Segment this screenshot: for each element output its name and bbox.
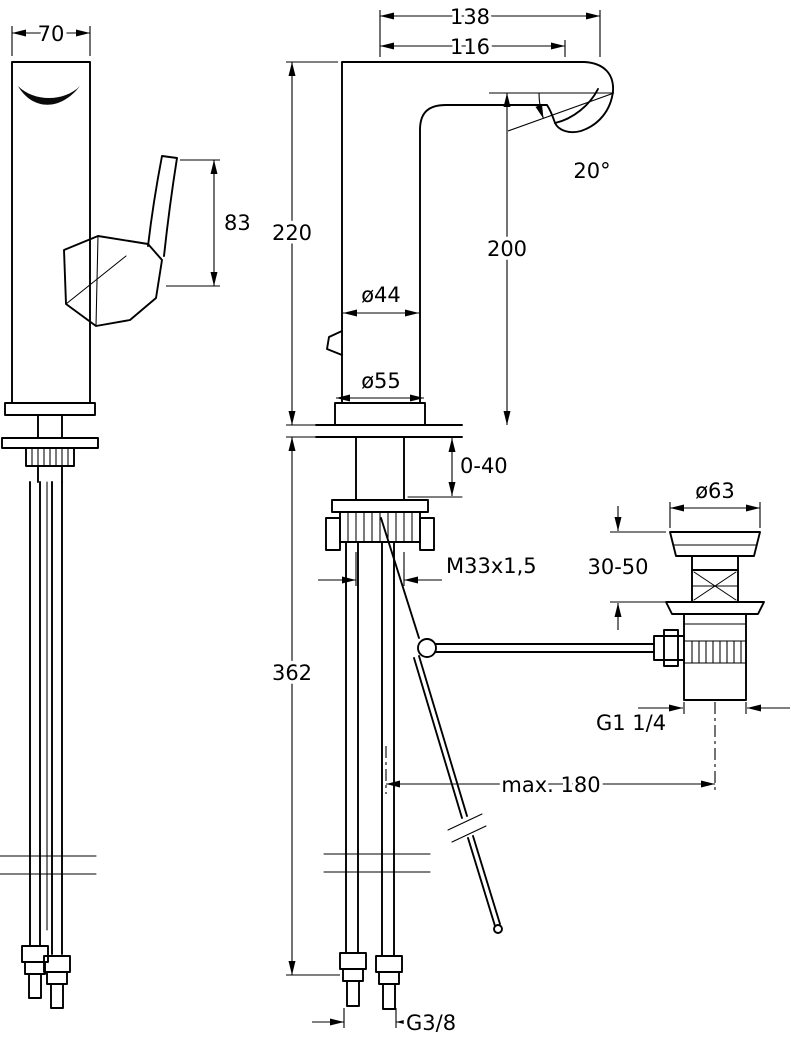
dimension-base-diameter: ø55 xyxy=(336,366,424,402)
waste-flange xyxy=(665,601,765,615)
hose-connector-side-2 xyxy=(43,955,71,1009)
lever-pivot-housing xyxy=(63,235,163,327)
drawing-primitive xyxy=(663,629,679,667)
drawing-primitive xyxy=(419,104,556,404)
waste-outline xyxy=(653,531,765,701)
side-view: 70 83 xyxy=(0,19,254,1009)
spout-opening-side xyxy=(18,86,80,105)
washer xyxy=(331,499,429,513)
waste-cap xyxy=(669,531,761,557)
drawing-primitive xyxy=(691,555,739,571)
drawing-primitive xyxy=(467,835,501,927)
drawing-primitive xyxy=(610,531,666,603)
drawing-primitive xyxy=(31,448,69,466)
dimension-height-total: 220 xyxy=(268,61,338,426)
break-lines-front xyxy=(323,853,431,873)
drawing-primitive xyxy=(345,541,395,957)
drawing-primitive xyxy=(683,623,747,664)
dimension-deck-thickness: 0-40 xyxy=(448,438,511,496)
dimension-mounting-thread: M33x1,5 xyxy=(318,551,540,586)
supply-hoses xyxy=(323,541,431,1010)
drawing-primitive xyxy=(347,512,413,542)
drawing-primitive xyxy=(341,61,614,404)
lift-rod xyxy=(380,517,420,639)
threaded-shank xyxy=(355,436,405,501)
drawing-primitive xyxy=(683,702,747,714)
drawing-primitive xyxy=(37,414,63,439)
dimension-waste-cap-diameter: ø63 xyxy=(669,476,761,528)
dim-waste-height-range: 30-50 xyxy=(587,555,648,579)
break-lines-side xyxy=(0,855,97,875)
drawing-primitive xyxy=(11,61,91,404)
dimension-reach-total: 138 xyxy=(379,2,601,57)
dim-rod-max-reach: max. 180 xyxy=(501,773,600,797)
drawing-primitive xyxy=(691,640,742,664)
dimension-body-diameter: ø44 xyxy=(343,280,419,317)
dimension-rod-max-reach: max. 180 xyxy=(385,702,716,801)
lever-handle xyxy=(147,155,178,257)
dim-reach-spout: 116 xyxy=(450,35,490,59)
drawing-primitive xyxy=(37,465,63,483)
dimension-supply-thread: G3/8 xyxy=(312,1008,460,1039)
mounting-deck xyxy=(315,424,463,438)
drawing-primitive xyxy=(413,655,468,819)
waste-tailpiece xyxy=(683,613,747,701)
dim-handle-height: 83 xyxy=(224,211,251,235)
dim-spout-angle: 20° xyxy=(573,159,610,183)
drawing-primitive xyxy=(507,92,615,132)
supply-hoses-side xyxy=(29,481,63,955)
dim-height-total: 220 xyxy=(272,221,312,245)
dim-waste-cap-diameter: ø63 xyxy=(695,479,735,503)
drawing-primitive xyxy=(4,402,96,416)
drawing-primitive xyxy=(343,1008,397,1028)
rod-fitting xyxy=(653,635,685,661)
drawing-primitive xyxy=(691,571,739,601)
dim-side-width: 70 xyxy=(38,22,65,46)
front-view: 138 116 220 200 20° ø44 xyxy=(268,2,716,1039)
drawing-primitive xyxy=(1,437,99,449)
horizontal-rod xyxy=(435,643,655,653)
dim-height-spout: 200 xyxy=(487,237,527,261)
dim-base-diameter: ø55 xyxy=(361,369,401,393)
dimension-handle-height: 83 xyxy=(166,159,254,287)
dim-deck-thickness: 0-40 xyxy=(460,454,508,478)
dimension-reach-spout: 116 xyxy=(380,32,566,63)
drawing-primitive xyxy=(535,92,545,119)
hose-connector-side-1 xyxy=(21,945,49,999)
dim-mounting-thread: M33x1,5 xyxy=(446,554,537,578)
hose-connector-front-1 xyxy=(339,952,367,1007)
rod-end-ball xyxy=(493,924,503,934)
faucet-front-outline xyxy=(315,61,614,551)
dimension-waste-height-range: 30-50 xyxy=(584,506,666,630)
drawing-primitive xyxy=(669,502,761,528)
dimension-spout-angle: 20° xyxy=(507,92,615,187)
pop-up-rod-linkage xyxy=(380,517,655,934)
lever-front xyxy=(326,330,343,356)
dim-body-diameter: ø44 xyxy=(361,283,401,307)
faucet-side-outline xyxy=(0,61,178,1009)
rod-break-marks xyxy=(447,813,487,843)
hose-connector-front-2 xyxy=(375,955,403,1010)
mounting-nut-side xyxy=(25,447,75,467)
dim-hose-length: 362 xyxy=(272,661,312,685)
base-front xyxy=(334,402,426,426)
dim-reach-total: 138 xyxy=(450,5,490,29)
rod-joint xyxy=(417,638,437,658)
dimension-waste-thread: G1 1/4 xyxy=(593,702,790,739)
dim-supply-thread: G3/8 xyxy=(406,1011,456,1035)
dim-waste-thread: G1 1/4 xyxy=(596,711,666,735)
drawing-primitive xyxy=(65,235,127,327)
dimension-hose-length: 362 xyxy=(268,436,340,976)
drawing-primitive xyxy=(325,517,435,551)
dimension-height-spout: 200 xyxy=(483,92,614,425)
dimension-side-width: 70 xyxy=(11,19,91,56)
waste-view: ø63 30-50 G1 1/4 xyxy=(584,476,790,739)
